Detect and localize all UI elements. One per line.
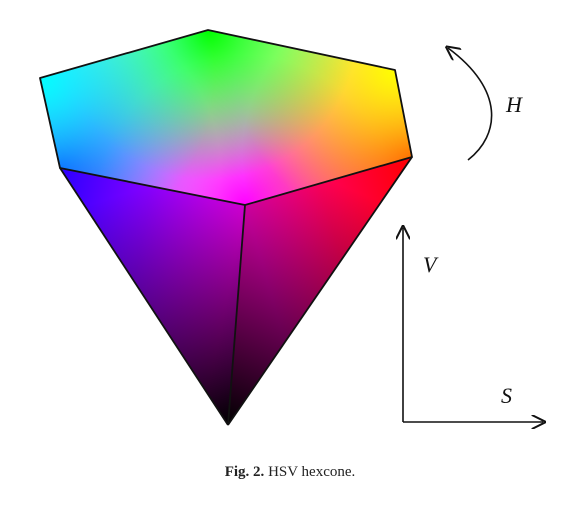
value-axis-label: V: [423, 252, 439, 277]
caption-figure-number: Fig. 2.: [224, 464, 265, 480]
hexcone-edges: [39, 29, 413, 426]
hexcone-left-face: [60, 168, 245, 425]
figure-caption: Fig. 2. HSV hexcone.: [0, 464, 580, 481]
hue-arrow: [448, 48, 493, 161]
caption-text: HSV hexcone.: [268, 464, 356, 480]
hue-axis-label: H: [505, 92, 523, 117]
saturation-axis-label: S: [501, 383, 512, 408]
